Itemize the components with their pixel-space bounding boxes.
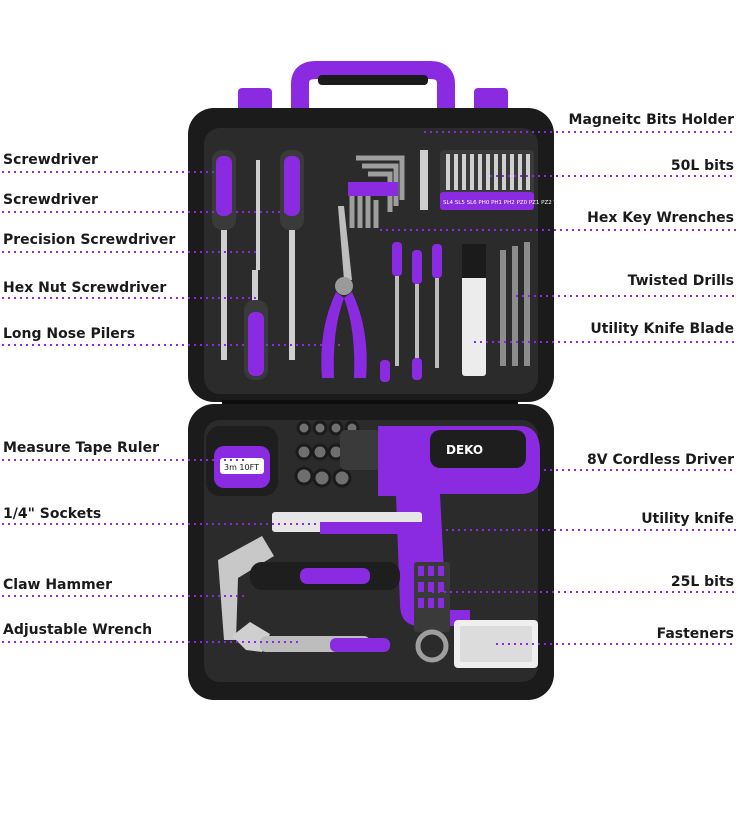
sockets-set (294, 420, 360, 488)
case-handle (291, 61, 455, 118)
callout-twisted-drills: Twisted Drills (627, 273, 734, 289)
callout-measure-tape-ruler: Measure Tape Ruler (3, 440, 159, 456)
callout-sockets: 1/4" Sockets (3, 506, 102, 522)
hex-nut-screwdriver (244, 270, 268, 380)
hex-key-holder (348, 182, 398, 196)
bits-50l-tray (440, 150, 534, 210)
shaft-icon (256, 160, 260, 270)
brand-mark: DEKO (446, 443, 483, 457)
callout-8v-cordless-driver: 8V Cordless Driver (587, 452, 734, 468)
callout-adjustable-wrench: Adjustable Wrench (3, 622, 153, 638)
utility-knife (272, 512, 422, 534)
callout-fasteners: Fasteners (656, 626, 734, 642)
twisted-drills (500, 242, 530, 366)
callout-utility-knife-blade: Utility Knife Blade (590, 321, 734, 337)
bits-25l-tray (414, 562, 450, 632)
callout-screwdriver-1: Screwdriver (3, 152, 98, 168)
callout-precision-screwdriver: Precision Screwdriver (3, 232, 176, 248)
utility-knife-blade-pack (462, 244, 486, 376)
callout-long-nose-pliers: Long Nose Pilers (3, 326, 136, 342)
callout-50l-bits: 50L bits (670, 158, 734, 174)
adjustable-wrench (232, 622, 449, 663)
tape-reading: 3m 10FT (224, 463, 259, 472)
callout-lines-left (2, 171, 340, 643)
callout-claw-hammer: Claw Hammer (3, 577, 113, 593)
bits-tray-marks: SL4 SL5 SL6 PH0 PH1 PH2 PZ0 PZ1 PZ2 T15 … (443, 200, 585, 206)
screwdriver-right (280, 150, 304, 360)
case-bottom-half: 3m 10FT DEKO (188, 404, 554, 700)
case-top-half: SL4 SL5 SL6 PH0 PH1 PH2 PZ0 PZ1 PZ2 T15 … (188, 108, 585, 402)
callout-hex-nut-screwdriver: Hex Nut Screwdriver (3, 280, 167, 296)
callout-screwdriver-2: Screwdriver (3, 192, 98, 208)
claw-hammer (218, 536, 400, 640)
screwdriver-left (212, 150, 236, 360)
magnetic-bits-holder (420, 150, 428, 210)
callout-magnetic-bits-holder: Magneitc Bits Holder (568, 112, 734, 128)
callout-25l-bits: 25L bits (670, 574, 734, 590)
precision-screwdrivers (380, 242, 442, 382)
callout-hex-key-wrenches: Hex Key Wrenches (587, 210, 734, 226)
callout-lines-right (380, 131, 736, 645)
callout-utility-knife: Utility knife (641, 511, 734, 527)
long-nose-pliers (321, 206, 367, 378)
